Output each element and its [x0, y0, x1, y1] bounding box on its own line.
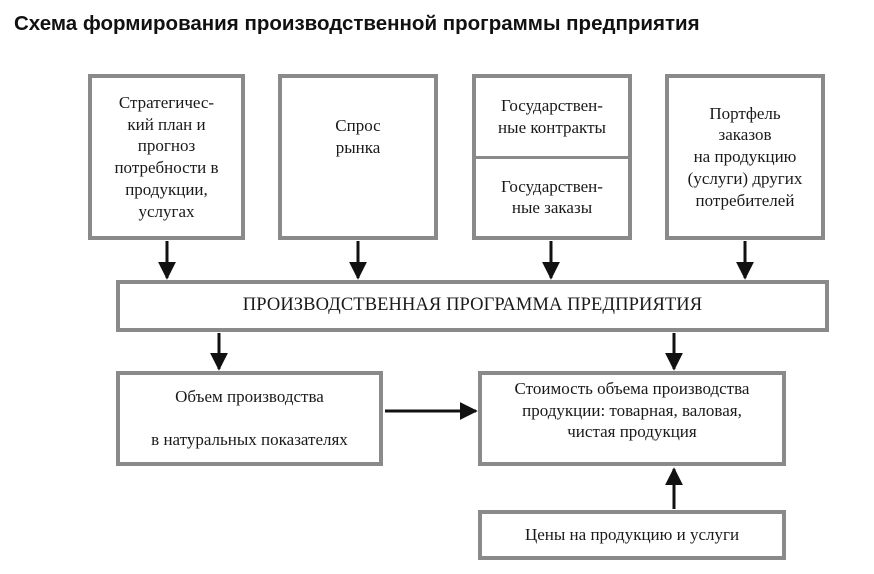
- cost-volume-box: Стоимость объема производства продукции:…: [478, 371, 786, 466]
- market-demand-box: Спрос рынка: [278, 74, 438, 240]
- strategic-plan-box: Стратегичес- кий план и прогноз потребно…: [88, 74, 245, 240]
- market-demand-label: Спрос рынка: [335, 116, 381, 157]
- state-box: Государствен- ные контракты Государствен…: [472, 74, 632, 240]
- state-contracts-label: Государствен- ные контракты: [498, 96, 606, 137]
- natural-volume-box: Объем производства в натуральных показат…: [116, 371, 383, 466]
- production-program-box: ПРОИЗВОДСТВЕННАЯ ПРОГРАММА ПРЕДПРИЯТИЯ: [116, 280, 829, 332]
- strategic-plan-label: Стратегичес- кий план и прогноз потребно…: [114, 92, 219, 221]
- order-portfolio-box: Портфель заказов на продукцию (услуги) д…: [665, 74, 825, 240]
- prices-label: Цены на продукцию и услуги: [524, 525, 740, 545]
- prices-box: Цены на продукцию и услуги: [478, 510, 786, 560]
- order-portfolio-label: Портфель заказов на продукцию (услуги) д…: [687, 103, 803, 210]
- diagram-title: Схема формирования производственной прог…: [14, 12, 700, 35]
- state-orders-label: Государствен- ные заказы: [476, 155, 628, 237]
- production-program-label: ПРОИЗВОДСТВЕННАЯ ПРОГРАММА ПРЕДПРИЯТИЯ: [242, 295, 703, 316]
- natural-volume-label: Объем производства в натуральных показат…: [151, 386, 348, 450]
- cost-volume-label: Стоимость объема производства продукции:…: [514, 378, 750, 442]
